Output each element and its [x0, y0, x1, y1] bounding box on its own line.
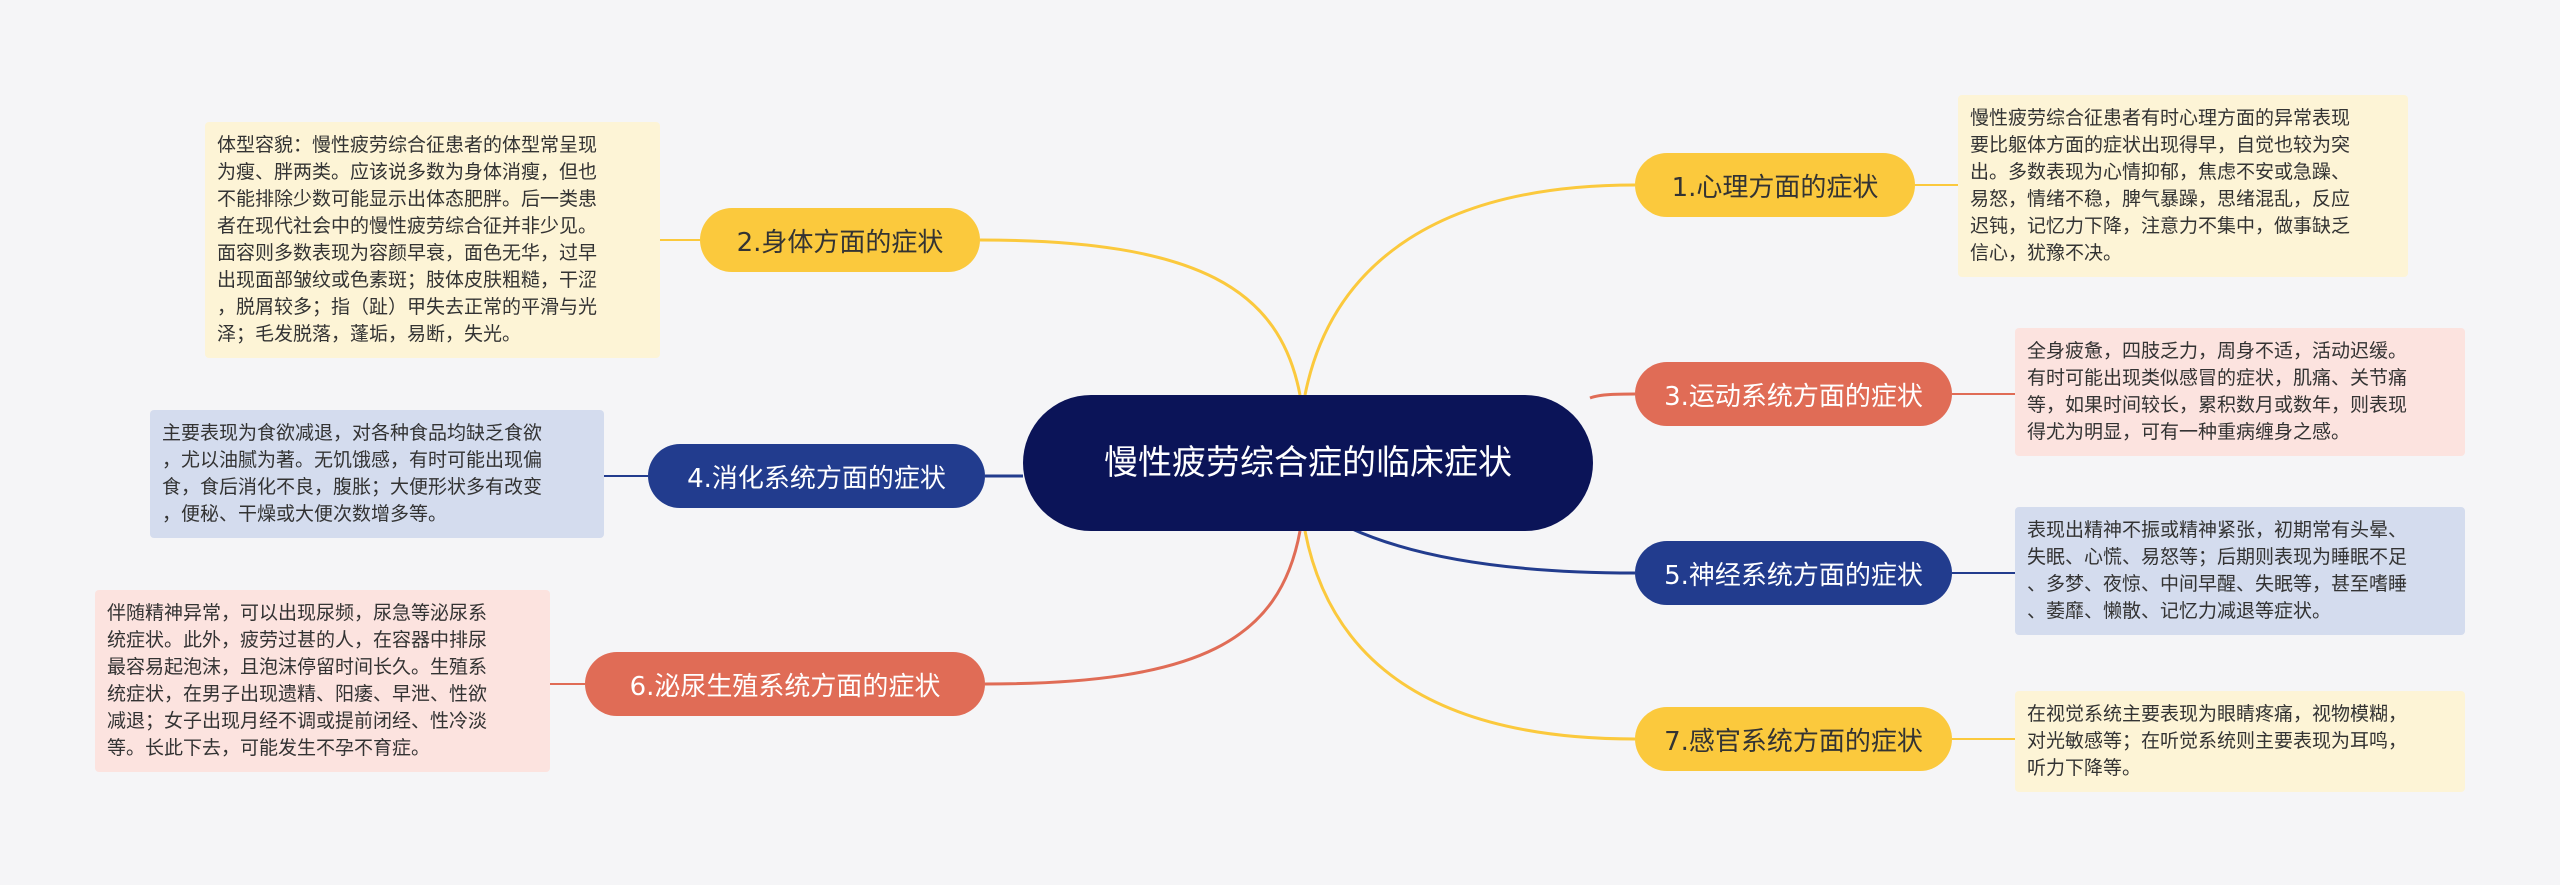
note-nervous-system-symptoms: 表现出精神不振或精神紧张，初期常有头晕、 失眠、心慌、易怒等；后期则表现为睡眠不… — [2015, 507, 2465, 635]
branch-sensory-system-symptoms[interactable]: 7.感官系统方面的症状 — [1635, 707, 1952, 771]
link-root-b2 — [979, 238, 1302, 396]
note-sensory-system-symptoms: 在视觉系统主要表现为眼睛疼痛，视物模糊， 对光敏感等；在听觉系统则主要表现为耳鸣… — [2015, 691, 2465, 792]
branch-nervous-system-symptoms[interactable]: 5.神经系统方面的症状 — [1635, 541, 1952, 605]
link-root-b6 — [984, 530, 1302, 686]
root-topic[interactable]: 慢性疲劳综合症的临床症状 — [1023, 395, 1593, 531]
branch-psychological-symptoms[interactable]: 1.心理方面的症状 — [1635, 153, 1915, 217]
branch-physical-symptoms[interactable]: 2.身体方面的症状 — [700, 208, 980, 272]
link-root-b3 — [1589, 392, 1636, 400]
link-root-b1 — [1303, 183, 1636, 396]
link-root-b7 — [1303, 530, 1636, 741]
note-digestive-system-symptoms: 主要表现为食欲减退，对各种食品均缺乏食欲 ，尤以油腻为著。无饥饿感，有时可能出现… — [150, 410, 604, 538]
branch-motor-system-symptoms[interactable]: 3.运动系统方面的症状 — [1635, 362, 1952, 426]
branch-digestive-system-symptoms[interactable]: 4.消化系统方面的症状 — [648, 444, 985, 508]
note-physical-symptoms: 体型容貌：慢性疲劳综合征患者的体型常呈现 为瘦、胖两类。应该说多数为身体消瘦，但… — [205, 122, 660, 358]
note-psychological-symptoms: 慢性疲劳综合征患者有时心理方面的异常表现 要比躯体方面的症状出现得早，自觉也较为… — [1958, 95, 2408, 277]
note-urogenital-system-symptoms: 伴随精神异常，可以出现尿频，尿急等泌尿系 统症状。此外，疲劳过甚的人，在容器中排… — [95, 590, 550, 772]
note-motor-system-symptoms: 全身疲惫，四肢乏力，周身不适，活动迟缓。 有时可能出现类似感冒的症状，肌痛、关节… — [2015, 328, 2465, 456]
branch-urogenital-system-symptoms[interactable]: 6.泌尿生殖系统方面的症状 — [585, 652, 985, 716]
link-root-b5 — [1349, 526, 1636, 575]
